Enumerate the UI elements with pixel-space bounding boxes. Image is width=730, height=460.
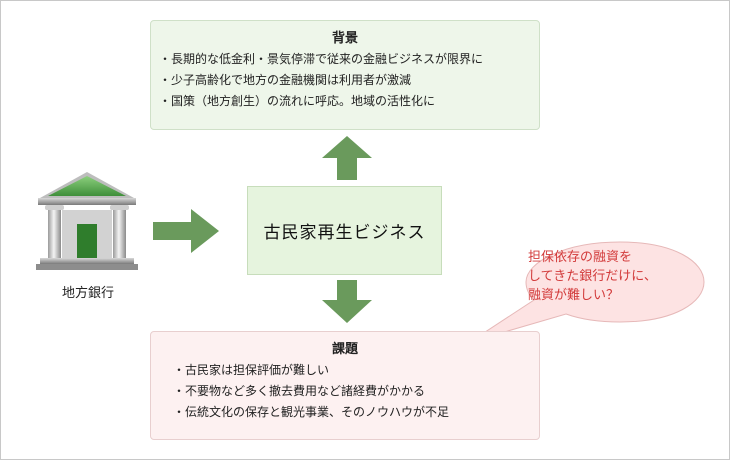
arrow-down-icon (322, 280, 372, 323)
arrow-right-icon (153, 209, 219, 253)
arrow-up-icon (322, 136, 372, 180)
issues-title: 課題 (331, 342, 358, 357)
background-list: 長期的な低金利・景気停滞で従来の金融ビジネスが限界に 少子高齢化で地方の金融機関… (159, 49, 483, 112)
speech-bubble-shape (470, 241, 705, 343)
issues-item: 古民家は担保評価が難しい (173, 360, 449, 381)
bank-label: 地方銀行 (61, 286, 114, 301)
issues-item: 不要物など多く撤去費用など諸経費がかかる (173, 381, 449, 402)
background-title: 背景 (331, 31, 358, 46)
speech-bubble-text: 担保依存の融資を してきた銀行だけに、 融資が難しい？ (528, 250, 657, 303)
bank-building-icon (36, 172, 138, 270)
issues-item: 伝統文化の保存と観光事業、そのノウハウが不足 (173, 402, 449, 423)
issues-box: 課題 古民家は担保評価が難しい 不要物など多く撤去費用など諸経費がかかる 伝統文… (150, 331, 540, 440)
background-item: 国策（地方創生）の流れに呼応。地域の活性化に (159, 91, 483, 112)
kominka-business-box: 古民家再生ビジネス (247, 186, 442, 275)
background-item: 少子高齢化で地方の金融機関は利用者が激減 (159, 70, 483, 91)
background-box: 背景 長期的な低金利・景気停滞で従来の金融ビジネスが限界に 少子高齢化で地方の金… (150, 20, 540, 130)
background-item: 長期的な低金利・景気停滞で従来の金融ビジネスが限界に (159, 49, 483, 70)
center-label: 古民家再生ビジネス (263, 223, 426, 243)
issues-list: 古民家は担保評価が難しい 不要物など多く撤去費用など諸経費がかかる 伝統文化の保… (173, 360, 449, 423)
